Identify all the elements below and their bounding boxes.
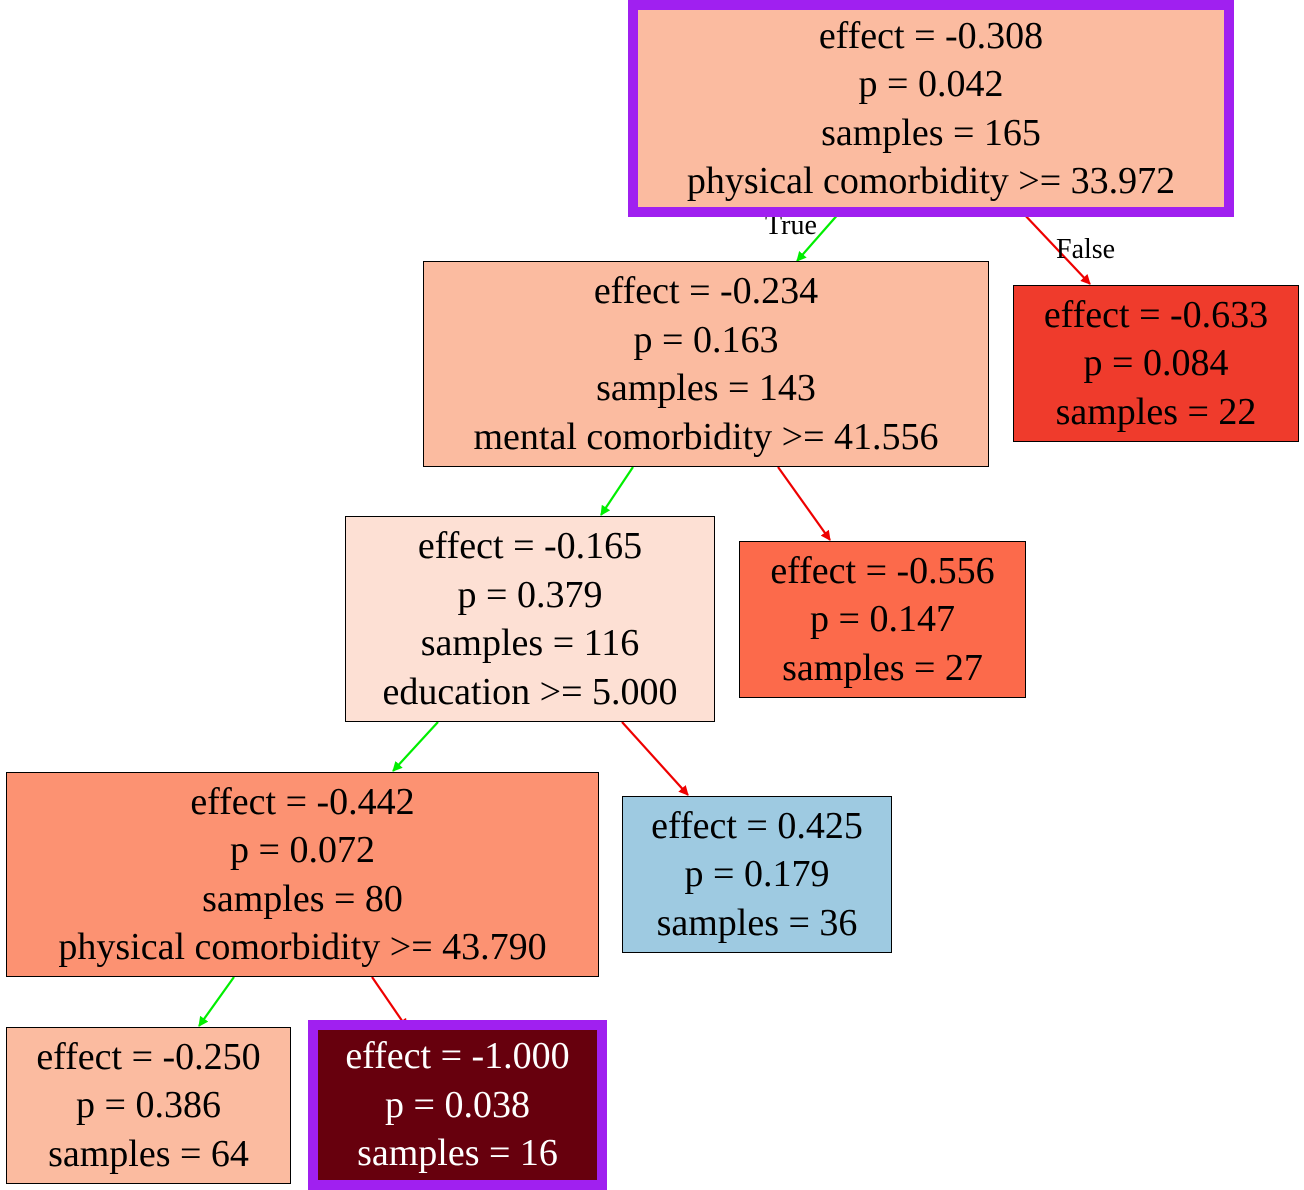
edge-n3-to-n6 xyxy=(621,721,689,796)
node-effect: effect = -0.556 xyxy=(770,549,995,592)
tree-node-physical-comorbidity: effect = -0.442 p = 0.072 samples = 80 p… xyxy=(6,772,599,977)
node-samples: samples = 143 xyxy=(596,367,816,409)
node-effect: effect = 0.425 xyxy=(651,804,863,847)
node-effect: effect = -0.250 xyxy=(36,1035,261,1078)
node-effect: effect = -0.633 xyxy=(1043,293,1269,336)
node-samples: samples = 80 xyxy=(202,877,403,920)
tree-node-education: effect = -0.165 p = 0.379 samples = 116 … xyxy=(345,516,715,722)
node-split-rule: physical comorbidity >= 33.972 xyxy=(686,160,1176,202)
node-samples: samples = 165 xyxy=(821,111,1041,154)
tree-node-leaf-16: effect = -1.000 p = 0.038 samples = 16 xyxy=(308,1020,607,1190)
node-effect: effect = -0.308 xyxy=(818,14,1044,57)
edge-root-to-n1 xyxy=(796,211,841,262)
node-samples: samples = 16 xyxy=(357,1132,558,1175)
edge-n1-to-n3 xyxy=(600,466,634,516)
node-p-value: p = 0.386 xyxy=(76,1084,221,1127)
node-effect: effect = -0.442 xyxy=(190,780,415,823)
node-p-value: p = 0.147 xyxy=(810,598,955,641)
node-samples: samples = 22 xyxy=(1055,390,1257,433)
node-p-value: p = 0.038 xyxy=(385,1083,530,1126)
edge-n5-to-n8 xyxy=(371,976,408,1029)
node-p-value: p = 0.042 xyxy=(858,63,1004,105)
node-p-value: p = 0.179 xyxy=(684,853,830,896)
node-effect: effect = -0.234 xyxy=(593,270,819,312)
node-split-rule: education >= 5.000 xyxy=(382,670,678,713)
node-split-rule: mental comorbidity >= 41.556 xyxy=(473,415,939,458)
edge-root-to-n2 xyxy=(1021,211,1091,285)
edge-n3-to-n5 xyxy=(392,721,439,772)
tree-node-leaf-64: effect = -0.250 p = 0.386 samples = 64 xyxy=(6,1027,291,1184)
node-samples: samples = 116 xyxy=(420,622,640,664)
tree-node-root: effect = -0.308 p = 0.042 samples = 165 … xyxy=(628,0,1234,217)
tree-node-leaf-22: effect = -0.633 p = 0.084 samples = 22 xyxy=(1013,285,1299,442)
node-effect: effect = -1.000 xyxy=(345,1035,570,1078)
node-samples: samples = 64 xyxy=(48,1132,249,1175)
tree-node-mental-comorbidity: effect = -0.234 p = 0.163 samples = 143 … xyxy=(423,261,989,467)
node-p-value: p = 0.084 xyxy=(1083,342,1229,385)
node-samples: samples = 27 xyxy=(782,646,983,689)
edge-n5-to-n7 xyxy=(198,976,235,1027)
node-p-value: p = 0.163 xyxy=(633,318,779,361)
node-p-value: p = 0.379 xyxy=(457,573,603,616)
node-samples: samples = 36 xyxy=(656,901,858,944)
edge-n1-to-n4 xyxy=(777,466,831,541)
tree-node-leaf-27: effect = -0.556 p = 0.147 samples = 27 xyxy=(739,541,1026,698)
node-p-value: p = 0.072 xyxy=(230,829,375,871)
edge-label-false: False xyxy=(1056,234,1116,265)
tree-node-leaf-36: effect = 0.425 p = 0.179 samples = 36 xyxy=(622,796,892,953)
node-effect: effect = -0.165 xyxy=(417,525,643,567)
node-split-rule: physical comorbidity >= 43.790 xyxy=(58,926,547,968)
